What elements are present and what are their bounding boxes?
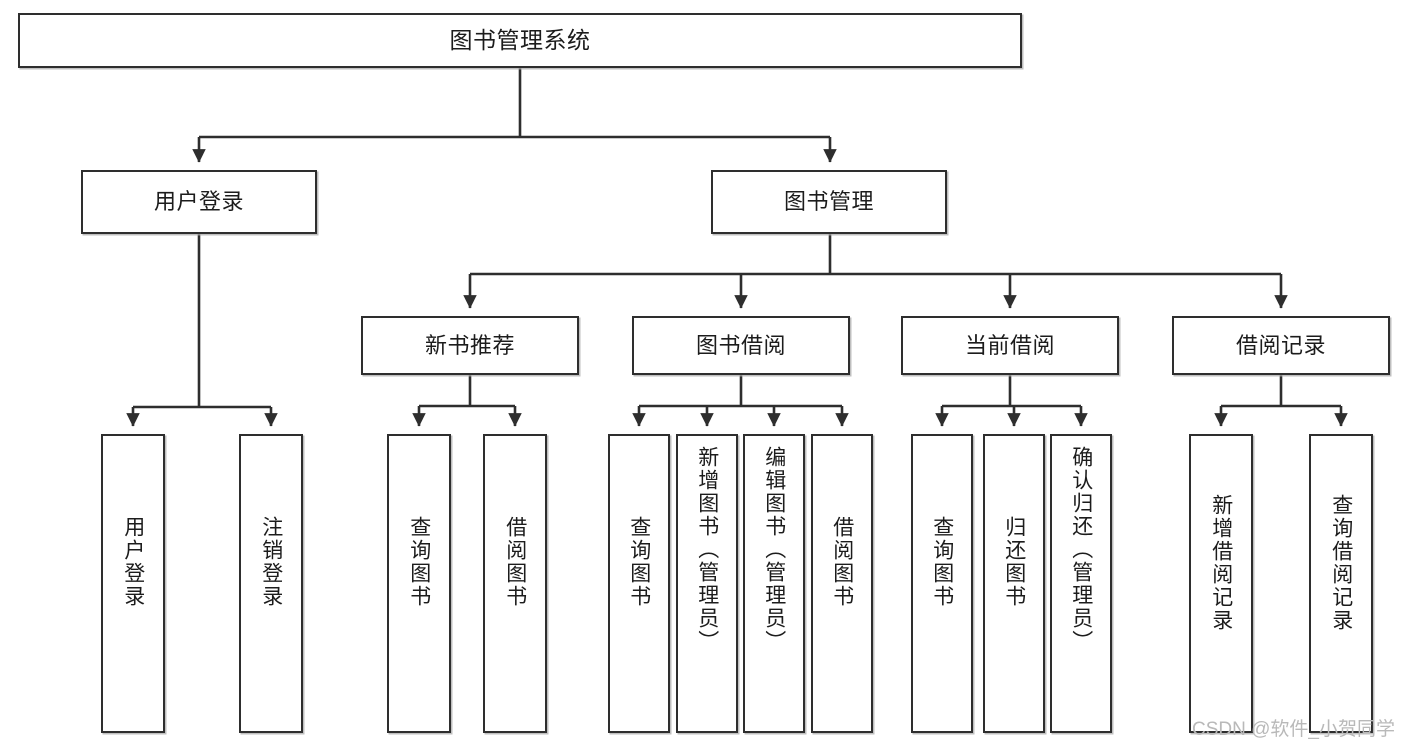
node-book-management[interactable]: 图书管理 (711, 170, 947, 234)
node-leaf-return-book[interactable]: 归还图书 (983, 434, 1045, 733)
node-borrow-record[interactable]: 借阅记录 (1172, 316, 1390, 375)
node-label: 新增借阅记录 (1209, 494, 1233, 632)
node-label: 查询图书 (407, 516, 431, 608)
node-leaf-logout[interactable]: 注销登录 (239, 434, 303, 733)
node-leaf-user-login[interactable]: 用户登录 (101, 434, 165, 733)
node-leaf-query-borrow-record[interactable]: 查询借阅记录 (1309, 434, 1373, 733)
node-label: 查询借阅记录 (1329, 494, 1353, 632)
node-label: 图书管理 (783, 189, 874, 215)
node-current-borrow[interactable]: 当前借阅 (901, 316, 1119, 375)
node-leaf-query-book-1[interactable]: 查询图书 (387, 434, 451, 733)
node-label: 借阅图书 (503, 516, 527, 608)
node-label: 确认归还（管理员） (1069, 446, 1093, 653)
node-label: 注销登录 (259, 516, 283, 608)
node-label: 查询图书 (627, 516, 651, 608)
node-leaf-add-book-admin[interactable]: 新增图书（管理员） (676, 434, 738, 733)
node-leaf-query-book-2[interactable]: 查询图书 (608, 434, 670, 733)
node-label: 查询图书 (930, 516, 954, 608)
node-leaf-add-borrow-record[interactable]: 新增借阅记录 (1189, 434, 1253, 733)
node-leaf-borrow-book-2[interactable]: 借阅图书 (811, 434, 873, 733)
node-label: 编辑图书（管理员） (762, 446, 786, 653)
node-label: 图书借阅 (695, 332, 786, 358)
node-label: 借阅记录 (1235, 332, 1326, 358)
node-label: 归还图书 (1002, 516, 1026, 608)
node-book-borrow[interactable]: 图书借阅 (632, 316, 850, 375)
node-label: 用户登录 (121, 516, 145, 608)
node-leaf-confirm-return-admin[interactable]: 确认归还（管理员） (1050, 434, 1112, 733)
node-leaf-query-book-3[interactable]: 查询图书 (911, 434, 973, 733)
node-label: 用户登录 (153, 189, 244, 215)
node-leaf-edit-book-admin[interactable]: 编辑图书（管理员） (743, 434, 805, 733)
node-label: 图书管理系统 (449, 26, 591, 53)
node-label: 新书推荐 (424, 332, 515, 358)
node-label: 新增图书（管理员） (695, 446, 719, 653)
node-label: 当前借阅 (964, 332, 1055, 358)
node-root-system[interactable]: 图书管理系统 (18, 13, 1022, 68)
node-new-book-recommend[interactable]: 新书推荐 (361, 316, 579, 375)
csdn-watermark: CSDN @软件_小贺同学 (1192, 719, 1395, 740)
node-label: 借阅图书 (830, 516, 854, 608)
node-user-login[interactable]: 用户登录 (81, 170, 317, 234)
node-leaf-borrow-book-1[interactable]: 借阅图书 (483, 434, 547, 733)
